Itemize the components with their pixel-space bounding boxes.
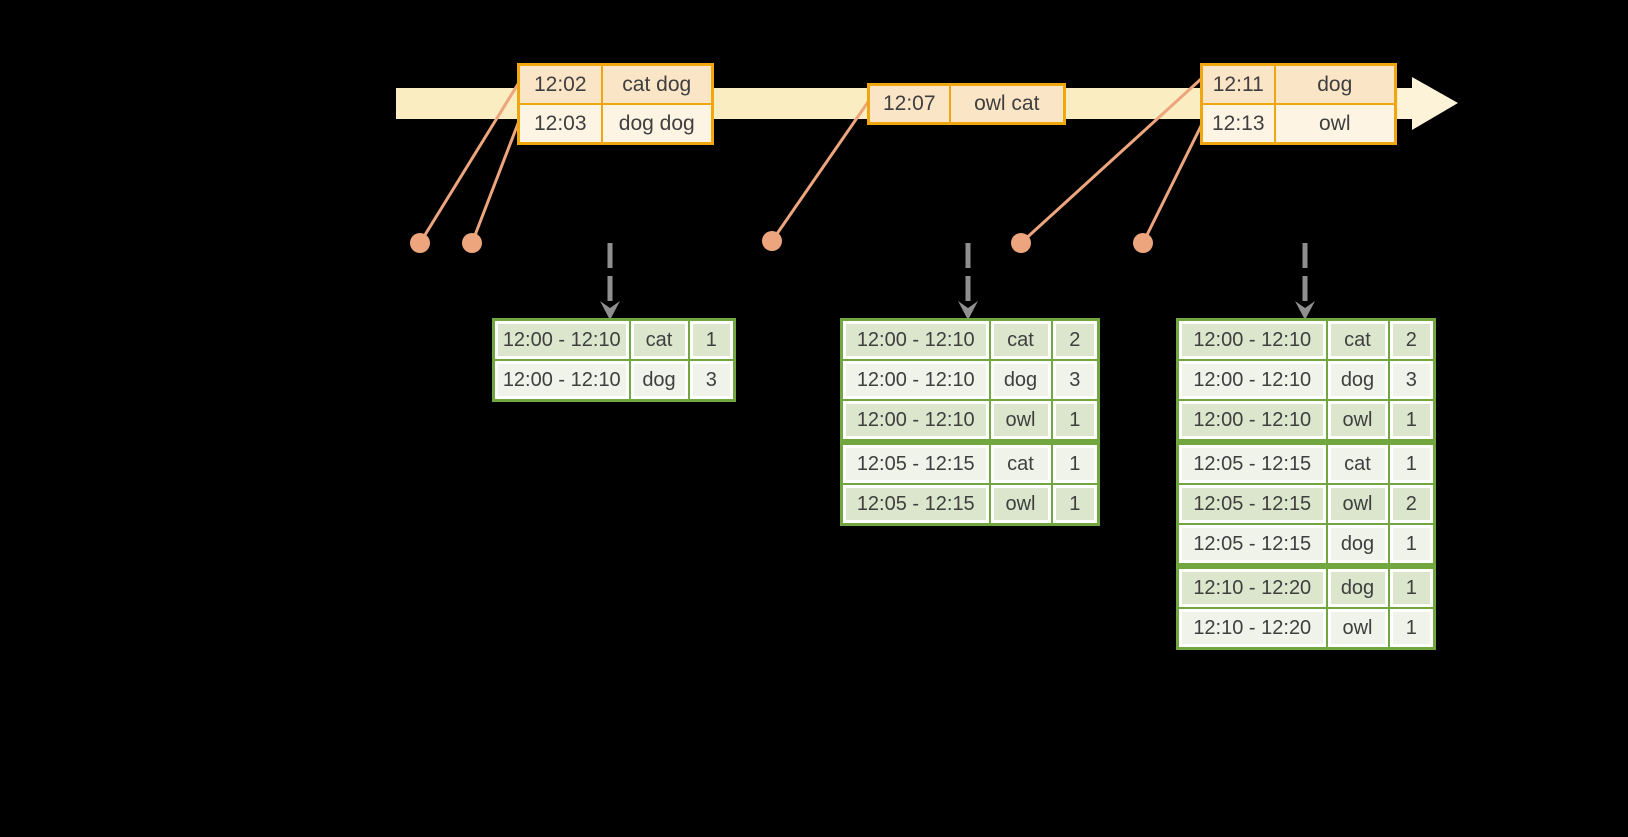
word-cell: owl <box>1325 607 1390 650</box>
result-row: 12:00 - 12:10 dog 3 <box>840 359 1100 401</box>
event-row: 12:11 dog <box>1200 63 1397 105</box>
window-cell: 12:00 - 12:10 <box>1176 399 1328 443</box>
event-time-cell: 12:11 <box>1200 63 1276 105</box>
event-words-cell: dog dog <box>600 103 714 145</box>
result-row: 12:10 - 12:20 dog 1 <box>1176 563 1436 609</box>
event-connector-line <box>418 82 520 245</box>
word-cell: cat <box>988 318 1053 361</box>
count-cell: 1 <box>1050 483 1100 526</box>
result-table-1: 12:00 - 12:10 cat 1 12:00 - 12:10 dog 3 <box>492 318 736 402</box>
count-cell: 3 <box>1387 359 1436 401</box>
event-time-cell: 12:03 <box>517 103 603 145</box>
event-dot-icon <box>410 233 430 253</box>
word-cell: dog <box>988 359 1053 401</box>
event-table-1: 12:02 cat dog 12:03 dog dog <box>517 63 714 145</box>
event-table-3: 12:11 dog 12:13 owl <box>1200 63 1397 145</box>
window-cell: 12:00 - 12:10 <box>492 318 631 361</box>
trigger-arrowheads <box>600 301 1315 320</box>
window-cell: 12:05 - 12:15 <box>840 439 991 485</box>
event-dot-icon <box>762 231 782 251</box>
event-dots <box>410 231 1153 253</box>
result-row: 12:10 - 12:20 owl 1 <box>1176 607 1436 650</box>
event-time-cell: 12:02 <box>517 63 603 105</box>
result-row: 12:05 - 12:15 cat 1 <box>1176 439 1436 485</box>
count-cell: 2 <box>1387 483 1436 525</box>
count-cell: 1 <box>1387 563 1436 609</box>
count-cell: 1 <box>1387 399 1436 443</box>
count-cell: 2 <box>1387 318 1436 361</box>
event-dot-icon <box>462 233 482 253</box>
event-connector-line <box>770 100 870 243</box>
word-cell: dog <box>628 359 690 402</box>
event-connector-lines <box>418 77 1205 245</box>
count-cell: 2 <box>1050 318 1100 361</box>
word-cell: owl <box>988 483 1053 526</box>
result-row: 12:05 - 12:15 cat 1 <box>840 439 1100 485</box>
window-cell: 12:05 - 12:15 <box>1176 439 1328 485</box>
trigger-arrows <box>607 243 1308 302</box>
event-words-cell: dog <box>1273 63 1397 105</box>
word-cell: owl <box>1325 399 1390 443</box>
word-cell: dog <box>1325 563 1390 609</box>
event-connector-line <box>1019 77 1203 245</box>
event-dot-icon <box>1133 233 1153 253</box>
count-cell: 1 <box>1387 607 1436 650</box>
trigger-arrowhead-icon <box>1295 301 1315 320</box>
trigger-arrowhead-icon <box>958 301 978 320</box>
result-row: 12:00 - 12:10 cat 2 <box>840 318 1100 361</box>
event-time-cell: 12:07 <box>867 83 951 125</box>
count-cell: 1 <box>1387 523 1436 567</box>
count-cell: 1 <box>1050 399 1100 443</box>
event-dot-icon <box>1011 233 1031 253</box>
word-cell: owl <box>1325 483 1390 525</box>
count-cell: 1 <box>1050 439 1100 485</box>
window-cell: 12:00 - 12:10 <box>840 399 991 443</box>
window-cell: 12:00 - 12:10 <box>840 318 991 361</box>
event-words-cell: owl cat <box>948 83 1066 125</box>
window-cell: 12:05 - 12:15 <box>1176 523 1328 567</box>
count-cell: 3 <box>1050 359 1100 401</box>
window-cell: 12:00 - 12:10 <box>492 359 631 402</box>
window-cell: 12:10 - 12:20 <box>1176 607 1328 650</box>
event-time-cell: 12:13 <box>1200 103 1276 145</box>
event-words-cell: owl <box>1273 103 1397 145</box>
event-row: 12:07 owl cat <box>867 83 1066 125</box>
event-row: 12:03 dog dog <box>517 103 714 145</box>
word-cell: dog <box>1325 523 1390 567</box>
count-cell: 3 <box>687 359 736 402</box>
window-cell: 12:00 - 12:10 <box>840 359 991 401</box>
result-row: 12:05 - 12:15 owl 1 <box>840 483 1100 526</box>
word-cell: owl <box>988 399 1053 443</box>
result-row: 12:00 - 12:10 owl 1 <box>1176 399 1436 443</box>
word-cell: cat <box>628 318 690 361</box>
window-cell: 12:05 - 12:15 <box>840 483 991 526</box>
count-cell: 1 <box>1387 439 1436 485</box>
result-row: 12:00 - 12:10 cat 1 <box>492 318 736 361</box>
word-cell: dog <box>1325 359 1390 401</box>
window-cell: 12:10 - 12:20 <box>1176 563 1328 609</box>
window-cell: 12:00 - 12:10 <box>1176 318 1328 361</box>
count-cell: 1 <box>687 318 736 361</box>
event-connector-line <box>1141 120 1205 245</box>
word-cell: cat <box>988 439 1053 485</box>
event-row: 12:13 owl <box>1200 103 1397 145</box>
result-row: 12:00 - 12:10 dog 3 <box>492 359 736 402</box>
window-cell: 12:05 - 12:15 <box>1176 483 1328 525</box>
result-row: 12:00 - 12:10 owl 1 <box>840 399 1100 443</box>
word-cell: cat <box>1325 318 1390 361</box>
event-table-2: 12:07 owl cat <box>867 83 1066 125</box>
result-row: 12:00 - 12:10 cat 2 <box>1176 318 1436 361</box>
event-connector-line <box>470 119 521 245</box>
window-cell: 12:00 - 12:10 <box>1176 359 1328 401</box>
word-cell: cat <box>1325 439 1390 485</box>
result-row: 12:05 - 12:15 owl 2 <box>1176 483 1436 525</box>
result-row: 12:05 - 12:15 dog 1 <box>1176 523 1436 567</box>
result-row: 12:00 - 12:10 dog 3 <box>1176 359 1436 401</box>
result-table-2: 12:00 - 12:10 cat 2 12:00 - 12:10 dog 3 … <box>840 318 1100 526</box>
event-words-cell: cat dog <box>600 63 714 105</box>
timeline-arrowhead-icon <box>1398 77 1458 130</box>
event-row: 12:02 cat dog <box>517 63 714 105</box>
trigger-arrowhead-icon <box>600 301 620 320</box>
result-table-3: 12:00 - 12:10 cat 2 12:00 - 12:10 dog 3 … <box>1176 318 1436 650</box>
